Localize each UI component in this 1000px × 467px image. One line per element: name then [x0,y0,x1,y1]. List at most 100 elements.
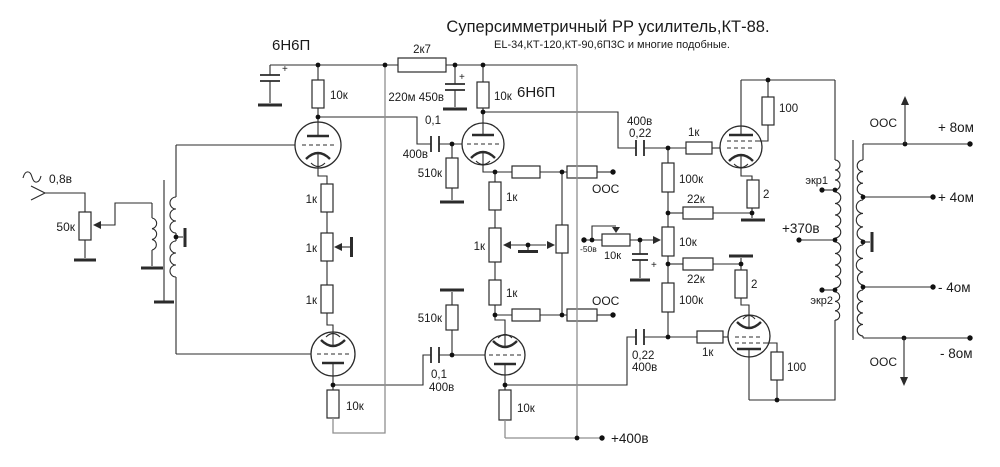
wiper-arrow-icon [334,243,342,251]
feedback-arrow-up-icon [901,96,909,105]
label-stage1-k3: 1к [306,295,318,307]
volume-pot: 50к [56,202,152,262]
resistor-cathode-top [746,179,760,209]
label-stage1-k1: 1к [306,194,318,206]
label-cap1-top-voltage: 400в [403,149,428,161]
output-tube-top: 100 2 [719,79,835,222]
volume-pot-body [78,211,92,241]
secondary-winding-lower [169,240,177,278]
resistor-screen-bottom [770,351,784,381]
resistor-screen-top [761,96,775,126]
label-screen-top: 100 [779,103,798,115]
label-100k-top: 100к [679,174,704,186]
input-arrow-icon [30,185,47,201]
label-stage1-k2: 1к [306,243,318,255]
label-grid-res-top: 510к [418,168,443,180]
label-stage2-k3: 1к [506,288,518,300]
label-ooc-ot-bottom: ООС [870,355,898,369]
label-plate-supply: +370в [782,221,820,236]
label-bias-balance: 10к [679,237,698,249]
supply-routing: +400в [332,65,649,446]
label-stage2-k1: 1к [506,192,518,204]
resistor-100k-top [661,162,675,193]
label-volume-pot: 50к [56,220,75,234]
resistor-filter-2k7 [397,57,447,73]
label-stopper-top: 1к [688,127,700,139]
label-stage2-anode-bottom: 10к [517,403,536,415]
label-ooc-ot-top: ООС [870,116,898,130]
page-subtitle: EL-34,КТ-120,КТ-90,6П3С и многие подобны… [494,39,730,51]
label-cap2-top-value: 0,22 [629,128,651,140]
resistor-grid-510k-bottom [445,304,459,331]
label-main-rail: +400в [611,431,649,446]
wiper-arrow-icon [503,241,511,249]
supply-filter: + 2к7 + 220м 450в [258,44,577,111]
resistor-stage2-anode-bottom [498,389,512,421]
label-cap1-bottom-value: 0,1 [431,369,447,381]
resistor-feedback-top-b [566,165,598,179]
label-stage2-anode-top: 10к [494,91,513,103]
label-ooc-top: ООС [592,182,620,196]
resistor-22k-top [682,206,714,220]
label-stage1-anode-bottom: 10к [346,401,365,413]
feedback-arrow-down-icon [900,377,908,386]
resistor-feedback-top-a [511,165,541,179]
resistor-cathode-bottom [734,269,748,299]
resistor-feedback-bottom-a [511,308,541,322]
input-transformer [141,144,311,355]
label-cathode-bottom: 2 [751,279,757,291]
label-22k-bottom: 22к [687,274,706,286]
pot-feedback-vertical [555,224,569,254]
junction-dots [315,62,780,441]
label-cap1-bottom-voltage: 400в [429,382,454,394]
label-cap2-bottom-voltage: 400в [632,362,657,374]
pot-bias-adjust [601,233,631,247]
pot-bias-balance [661,226,675,257]
secondary-winding [856,159,864,196]
label-input-level: 0,8в [49,172,72,186]
label-filter-res: 2к7 [413,44,431,56]
label-stage2-k2: 1к [474,241,486,253]
label-grid-res-bottom: 510к [418,313,443,325]
bias-network: -50в 10к + 100к 10к 100к 22к 22к [580,148,752,337]
resistor-stage1-cathode-bottom [320,284,334,314]
label-tap-minus4: - 4ом [938,280,971,295]
label-stage2-tube: 6Н6П [517,84,555,101]
wiper-arrow-icon [653,236,661,244]
interstage-coupling: 0,1 400в 510к 0,1 400в 510к [403,115,485,394]
resistor-stage1-cathode-top [320,183,334,213]
label-stopper-bottom: 1к [702,347,714,359]
label-screen-bottom: 100 [787,362,806,374]
label-stage1-anode-top: 10к [330,90,349,102]
label-stage1-tube: 6Н6П [272,37,310,54]
primary-winding [151,217,158,251]
resistor-stage1-anode-top [311,79,325,109]
wiper-arrow-icon [547,241,555,249]
label-22k-top: 22к [687,194,706,206]
resistor-feedback-bottom-b [566,308,598,322]
stage1-supply-riser [332,65,386,434]
resistor-grid-stopper-top [685,141,713,155]
label-cap1-top-value: 0,1 [425,115,441,127]
resistor-stage2-cathode-top [488,181,502,211]
primary-winding [834,159,841,191]
wiper-arrow-icon [612,227,620,233]
output-transformer: экр1 экр2 +370в ООС + 8ом + 4ом - 4ом ОО… [782,80,974,386]
resistor-22k-bottom [682,257,714,271]
label-bias-adjust: 10к [604,250,621,262]
label-cap-plus-left: + [282,64,288,75]
resistor-grid-stopper-bottom [696,330,724,344]
stage1: 6Н6П 10к 1к 1к 1к [272,37,431,419]
pot-stage1-balance [320,232,334,262]
resistor-stage2-anode-top [476,81,490,109]
label-screen-tap2: экр2 [810,295,833,307]
label-filter-cap: 220м 450в [388,92,444,104]
resistor-100k-bottom [661,282,675,313]
stage2: 6Н6П 10к 1к 1к 1к [461,65,636,421]
label-ooc-bottom: ООС [592,294,620,308]
label-screen-tap1: экр1 [805,175,828,187]
resistor-grid-510k-top [445,157,459,189]
output-tube-bottom: 100 2 [727,254,836,401]
